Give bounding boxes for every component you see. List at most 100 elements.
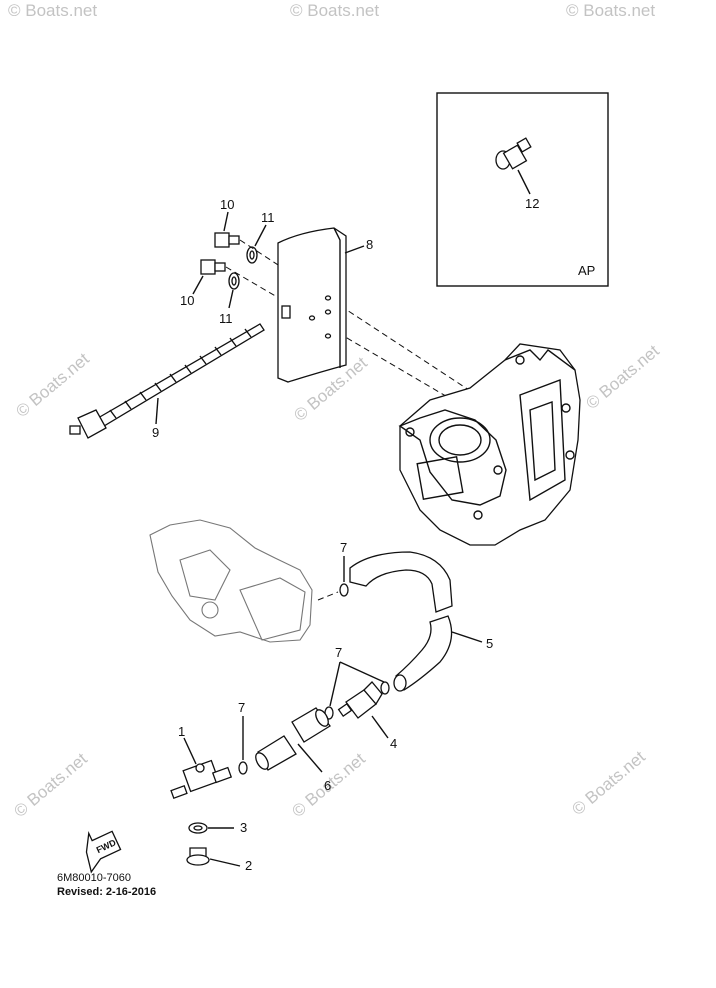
- fitting-tip: [337, 702, 353, 718]
- part-11-washer-lower[interactable]: [228, 272, 240, 290]
- bolt-boss-2: [493, 465, 503, 475]
- callout-10-upper: 10: [220, 197, 234, 212]
- tie-head: [77, 409, 107, 439]
- inset-frame: [436, 92, 609, 287]
- leader-1: [183, 737, 197, 765]
- side-flange-inner: [529, 401, 556, 482]
- callout-7-mid: 7: [335, 645, 342, 660]
- leader-7-mid-b: [329, 661, 341, 707]
- part-7-clip-upper[interactable]: [339, 583, 349, 597]
- watermark-bottom-left: © Boats.net: [10, 749, 91, 821]
- hose-upper-segment: [349, 551, 453, 613]
- joint-outlet: [211, 766, 233, 784]
- tie-tip: [69, 425, 81, 435]
- watermark-bottom-right: © Boats.net: [568, 747, 649, 819]
- bolt-boss-5: [565, 450, 575, 460]
- cylinder-bore-outer: [429, 417, 491, 463]
- watermark-mid-right: © Boats.net: [582, 341, 663, 413]
- washer-lower-inner: [231, 276, 237, 286]
- watermark-mid-left: © Boats.net: [12, 349, 93, 421]
- part-10-bolt-lower[interactable]: [200, 259, 226, 275]
- callout-11-lower: 11: [219, 311, 233, 326]
- cover-hole-2: [308, 315, 316, 321]
- clip-mid-right: [380, 681, 390, 695]
- part-1-fuel-joint[interactable]: [170, 759, 233, 799]
- drawing-code: 6M80010-7060: [57, 872, 132, 884]
- callout-7-upper: 7: [340, 540, 347, 555]
- callout-12: 12: [525, 196, 539, 211]
- cover-body: [277, 227, 347, 383]
- hose-lower-segment: [395, 615, 453, 691]
- intake-port: [416, 455, 464, 501]
- callout-1: 1: [178, 724, 185, 739]
- callout-3: 3: [240, 820, 247, 835]
- callout-8: 8: [366, 237, 373, 252]
- part-4-fitting[interactable]: [337, 681, 383, 719]
- cover-hole-1: [324, 295, 332, 301]
- cover-slot: [281, 305, 291, 319]
- part-3-washer[interactable]: [188, 822, 208, 834]
- cover-hole-4: [324, 333, 332, 339]
- clip-lower: [238, 761, 248, 775]
- bolt-boss-3: [473, 510, 483, 520]
- tie-teeth: [109, 328, 252, 419]
- fwd-arrow: FWD: [85, 830, 122, 874]
- screw-head: [186, 854, 210, 866]
- bolt-head-upper: [214, 232, 230, 248]
- callout-7-lower: 7: [238, 700, 245, 715]
- part-2-screw[interactable]: [186, 847, 210, 866]
- joint-inlet: [170, 785, 188, 799]
- hose-end: [393, 674, 407, 692]
- bolt-shank-upper: [228, 235, 240, 245]
- part-9-cable-tie[interactable]: [69, 323, 265, 439]
- part-12-fitting[interactable]: [495, 137, 532, 170]
- part-7-clip-mid-right[interactable]: [380, 681, 390, 695]
- tie-strap: [97, 323, 265, 427]
- leader-11-upper: [254, 224, 267, 247]
- part-6-hose-short[interactable]: [253, 735, 297, 771]
- leader-7-mid-a: [339, 661, 385, 683]
- bolt-boss-4: [561, 403, 571, 413]
- bolt-shank-lower: [214, 262, 226, 272]
- ghost-detail: [179, 549, 231, 601]
- callout-4: 4: [390, 736, 397, 751]
- leader-6: [297, 743, 323, 773]
- part-7-clip-lower[interactable]: [238, 761, 248, 775]
- part-5-hose[interactable]: [349, 551, 453, 692]
- leader-4: [371, 715, 389, 739]
- inset-label: AP: [578, 263, 595, 278]
- callout-9: 9: [152, 425, 159, 440]
- engine-block: [398, 343, 581, 546]
- part-8-cover[interactable]: [277, 227, 347, 383]
- part-11-washer-upper[interactable]: [246, 246, 258, 264]
- callout-2: 2: [245, 858, 252, 873]
- leader-11-lower: [228, 289, 234, 309]
- bolt-head-lower: [200, 259, 216, 275]
- callout-10-lower: 10: [180, 293, 194, 308]
- ghost-boss: [201, 601, 219, 619]
- ghost-block: [239, 577, 306, 641]
- watermark-top-right: © Boats.net: [566, 1, 655, 20]
- engine-ghost: [149, 519, 313, 643]
- leader-5: [451, 631, 483, 643]
- hose-6-long-end: [315, 709, 329, 727]
- clip-upper: [339, 583, 349, 597]
- callout-6: 6: [324, 778, 331, 793]
- leader-10-upper: [223, 211, 229, 232]
- assembly-line-upper: [239, 239, 473, 393]
- part-12-nipple: [516, 137, 532, 153]
- part-6-hose-long[interactable]: [291, 707, 331, 743]
- fwd-arrow-shape: [85, 830, 122, 874]
- assembly-line-hose: [317, 591, 339, 601]
- cover-hole-3: [324, 309, 332, 315]
- cylinder-bore-inner: [438, 424, 482, 456]
- fitting-nozzle: [363, 681, 383, 706]
- side-flange: [519, 379, 566, 502]
- leader-8: [344, 245, 365, 254]
- cover-fold: [333, 227, 341, 368]
- block-face: [398, 409, 507, 506]
- joint-knob: [195, 763, 205, 773]
- part-10-bolt-upper[interactable]: [214, 232, 240, 248]
- washer-3-inner: [193, 825, 203, 831]
